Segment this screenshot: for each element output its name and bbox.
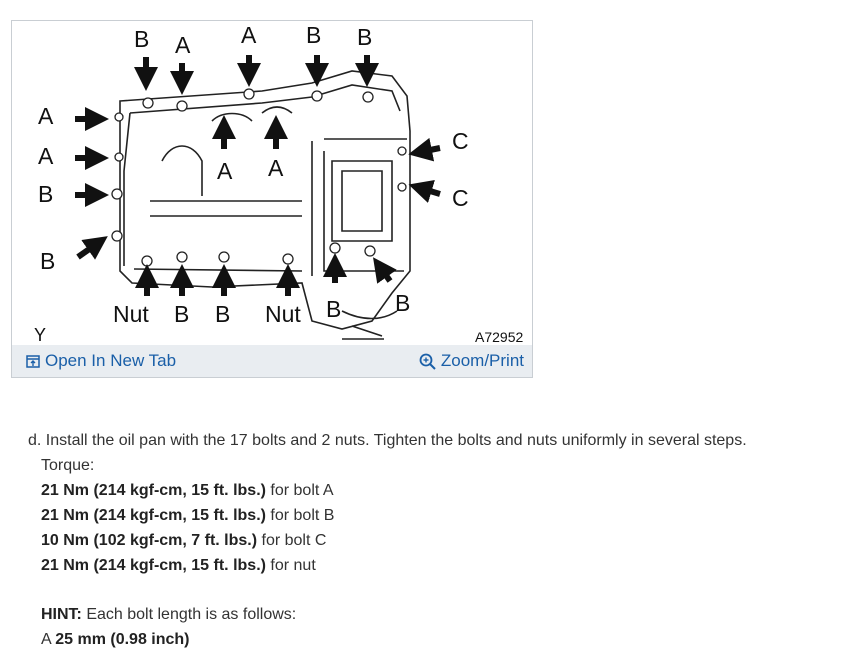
figure-number: A72952 [475,329,523,345]
callout-top-3: A [241,22,257,48]
callout-right-1: C [452,128,469,154]
instruction-block: d. Install the oil pan with the 17 bolts… [28,428,747,652]
zoom-print-label: Zoom/Print [440,351,524,370]
length-value: 25 mm (0.98 inch) [55,631,190,648]
oil-pan-illustration: B A A B B A A A A B B C C Nut B B Nut B … [34,22,523,345]
torque-value: 21 Nm (214 kgf-cm, 15 ft. lbs.) [41,557,266,574]
open-in-new-tab-label: Open In New Tab [45,351,177,370]
callout-bottom-4: Nut [265,301,301,327]
open-in-new-tab-link[interactable]: Open In New Tab [26,351,176,371]
torque-value: 10 Nm (102 kgf-cm, 7 ft. lbs.) [41,532,258,549]
step-text: d. Install the oil pan with the 17 bolts… [28,432,747,449]
torque-target: for bolt C [257,532,327,549]
callout-bottom-6: B [395,290,410,316]
callout-bottom-2: B [174,301,189,327]
figure-card: B A A B B A A A A B B C C Nut B B Nut B … [11,20,533,378]
callout-top-4: B [306,22,321,48]
torque-target: for nut [265,557,316,574]
callout-bottom-3: B [215,301,230,327]
pan-outline [119,70,411,340]
callout-arrows [75,55,441,296]
spacer [41,578,747,602]
hint-label: HINT: [41,606,82,623]
torque-spec: 21 Nm (214 kgf-cm, 15 ft. lbs.) for nut [41,553,747,578]
length-bolt: A [41,631,56,648]
oil-pan-diagram[interactable]: B A A B B A A A A B B C C Nut B B Nut B … [12,21,532,347]
figure-toolbar: Open In New Tab Zoom/Print [12,345,532,377]
torque-value: 21 Nm (214 kgf-cm, 15 ft. lbs.) [41,482,266,499]
callout-left-4: B [40,248,55,274]
callout-top-1: B [134,26,149,52]
callout-top-2: A [175,32,191,58]
callout-left-1: A [38,103,54,129]
zoom-magnifier-icon [419,353,436,370]
torque-label: Torque: [41,457,95,474]
bolt-markers [111,88,407,267]
callout-top-5: B [357,24,372,50]
callout-left-3: B [38,181,53,207]
open-new-tab-icon [26,354,40,368]
torque-spec: 21 Nm (214 kgf-cm, 15 ft. lbs.) for bolt… [41,478,747,503]
callout-right-2: C [452,185,469,211]
callout-bottom-1: Nut [113,301,149,327]
callout-left-2: A [38,143,54,169]
corner-label: Y [34,325,46,345]
hint-line: HINT: Each bolt length is as follows: [41,602,747,627]
callout-inner-2: A [268,155,284,181]
length-spec: A 25 mm (0.98 inch) [41,627,747,652]
torque-spec: 10 Nm (102 kgf-cm, 7 ft. lbs.) for bolt … [41,528,747,553]
torque-target: for bolt A [265,482,334,499]
hint-text: Each bolt length is as follows: [81,606,297,623]
torque-target: for bolt B [265,507,335,524]
torque-spec: 21 Nm (214 kgf-cm, 15 ft. lbs.) for bolt… [41,503,747,528]
callout-inner-1: A [217,158,233,184]
torque-value: 21 Nm (214 kgf-cm, 15 ft. lbs.) [41,507,266,524]
torque-section: Torque: 21 Nm (214 kgf-cm, 15 ft. lbs.) … [28,453,747,652]
zoom-print-link[interactable]: Zoom/Print [419,351,524,371]
callout-labels: B A A B B A A A A B B C C Nut B B Nut B … [34,22,523,345]
callout-bottom-5: B [326,296,341,322]
